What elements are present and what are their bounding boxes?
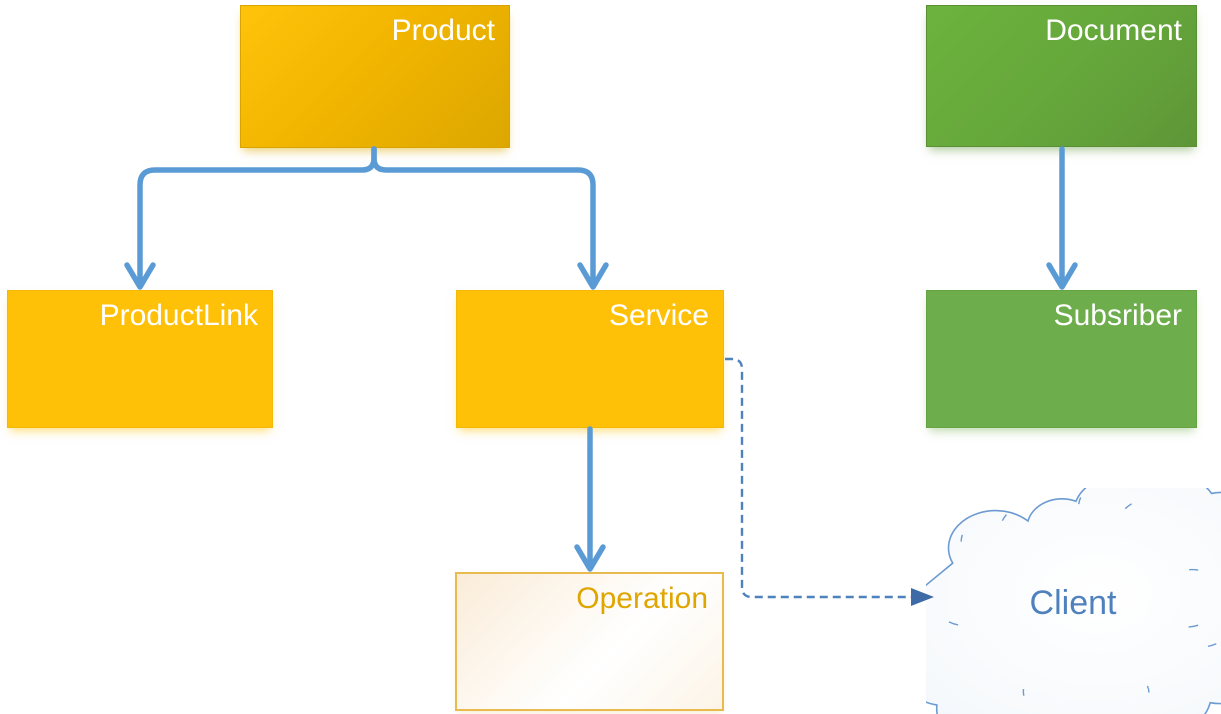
- cloud-inner-arcs: [949, 497, 1216, 695]
- node-product-link: ProductLink: [7, 290, 273, 428]
- edge-product-productlink: [137, 146, 377, 286]
- edge-service-client: [725, 357, 912, 599]
- edge-document-subscriber-arrowhead: [1046, 262, 1078, 290]
- node-document-label: Document: [1045, 14, 1182, 47]
- edge-service-operation-arrowhead: [574, 544, 606, 572]
- edge-product-service-arrowhead: [577, 262, 609, 290]
- node-service-label: Service: [608, 299, 709, 332]
- node-operation: Operation: [455, 572, 724, 711]
- node-client-label: Client: [1029, 584, 1117, 622]
- node-product-link-label: ProductLink: [99, 299, 258, 332]
- edge-product-productlink-arrowhead: [124, 262, 156, 290]
- node-operation-label: Operation: [576, 582, 708, 615]
- node-subscriber: Subsriber: [926, 290, 1197, 428]
- node-product: Product: [240, 5, 510, 148]
- node-service: Service: [456, 290, 724, 428]
- node-document: Document: [926, 5, 1197, 147]
- node-subscriber-label: Subsriber: [1053, 299, 1182, 332]
- client-cloud-shape: [926, 488, 1221, 714]
- node-product-label: Product: [391, 14, 495, 47]
- edge-product-service: [371, 146, 596, 286]
- cloud-outline: [926, 488, 1221, 714]
